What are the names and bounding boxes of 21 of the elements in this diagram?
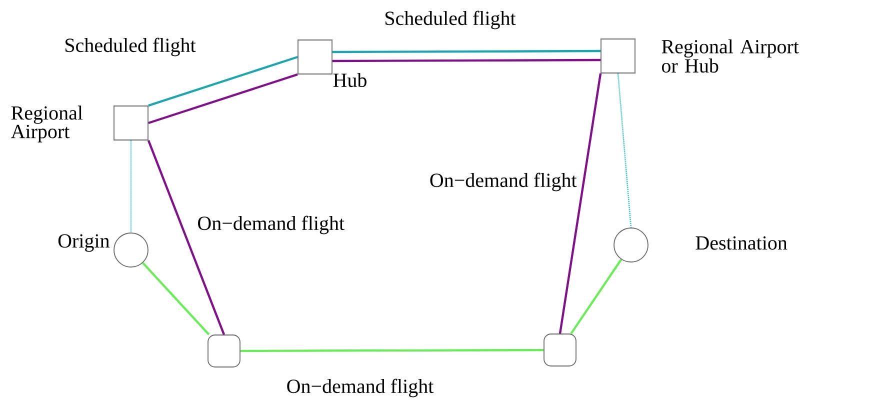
flight-line [148, 73, 298, 124]
flight-line [570, 258, 622, 334]
flight-label: On−demand flight [430, 172, 577, 192]
flight-line [617, 73, 632, 228]
node-label: Regional Airport [11, 106, 83, 142]
node-label: Origin [58, 234, 110, 252]
flight-line [148, 56, 298, 107]
flight-line [142, 262, 210, 336]
flight-label: Scheduled flight [66, 38, 196, 56]
flight-line [332, 58, 601, 62]
flight-line [240, 348, 544, 352]
flight-label: On−demand flight [198, 216, 344, 234]
node-label: Hub [333, 72, 366, 88]
flight-line [130, 140, 132, 233]
flight-label: Scheduled flight [386, 10, 516, 30]
flight-label: On−demand flight [287, 378, 434, 398]
flight-line [558, 73, 602, 334]
flight-line [147, 140, 226, 335]
node-label: Destination [696, 236, 788, 250]
flight-line [332, 50, 601, 54]
node-label: Regional Airport or Hub [662, 39, 799, 73]
